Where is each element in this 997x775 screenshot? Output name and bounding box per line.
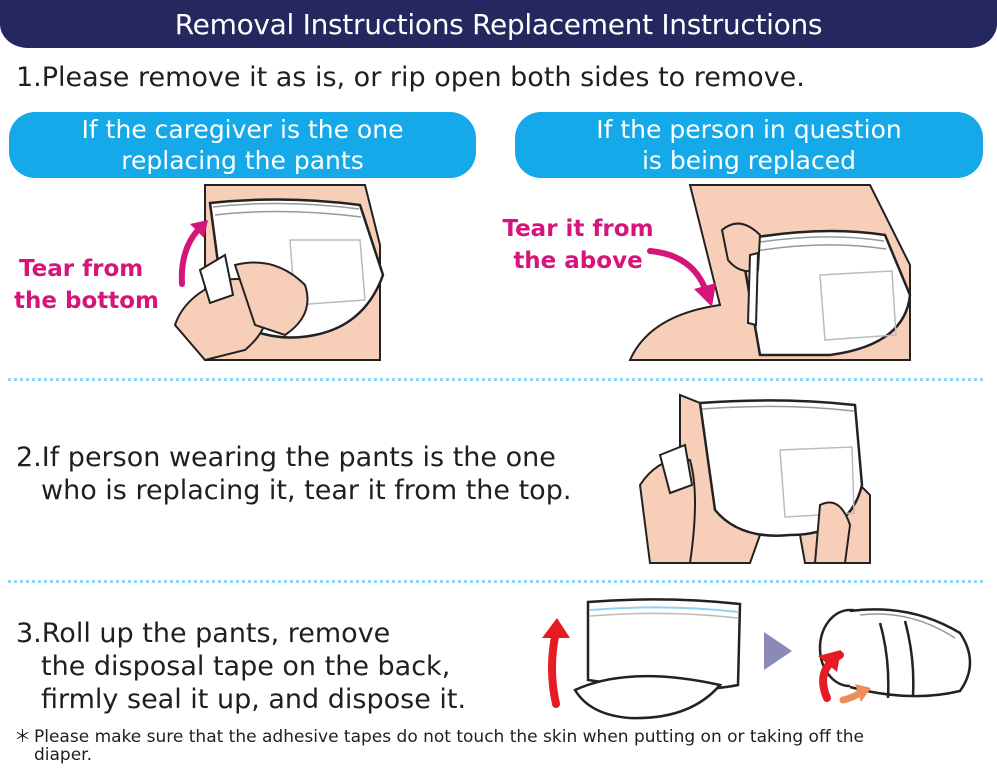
step2-line1: 2.If person wearing the pants is the one — [16, 442, 556, 473]
person-pill-line2: is being replaced — [641, 146, 856, 175]
callout-tear-above-line1: Tear it from — [502, 216, 654, 242]
person-pill: If the person in question is being repla… — [515, 112, 983, 178]
person-pill-line1: If the person in question — [596, 115, 902, 144]
note-asterisk: ＊ — [14, 727, 31, 747]
note-text: Please make sure that the adhesive tapes… — [34, 727, 864, 765]
callout-tear-bottom-line1: Tear from — [19, 256, 144, 282]
self-tear-illustration — [638, 393, 871, 564]
caregiver-pill-line2: replacing the pants — [121, 146, 364, 175]
divider-2 — [8, 580, 983, 583]
step2-text: 2.If person wearing the pants is the one… — [16, 441, 571, 507]
step3-line3: firmly seal it up, and dispose it. — [41, 684, 467, 715]
callout-tear-above-line2: the above — [513, 248, 643, 274]
caregiver-pill: If the caregiver is the one replacing th… — [9, 112, 476, 178]
callout-tear-bottom: Tear from the bottom — [14, 253, 164, 317]
header-banner: Removal Instructions Replacement Instruc… — [0, 0, 997, 48]
seal-arrow-icon — [818, 650, 871, 704]
next-step-arrow-icon — [764, 632, 792, 670]
person-tear-illustration — [628, 184, 912, 361]
step2-line2: who is replacing it, tear it from the to… — [41, 475, 572, 506]
step1-text: 1.Please remove it as is, or rip open bo… — [16, 62, 805, 93]
roll-up-arrow-icon — [542, 618, 570, 708]
header-title: Removal Instructions Replacement Instruc… — [174, 7, 823, 41]
tear-down-arrow-icon — [647, 248, 716, 307]
divider-1 — [8, 378, 983, 381]
caregiver-tear-illustration — [173, 184, 385, 362]
rolled-pants-open-illustration — [573, 598, 742, 720]
callout-tear-above: Tear it from the above — [498, 213, 658, 277]
caregiver-pill-line1: If the caregiver is the one — [81, 115, 404, 144]
step3-text: 3.Roll up the pants, remove the disposal… — [16, 617, 466, 716]
adhesive-tape-note: ＊ Please make sure that the adhesive tap… — [14, 728, 914, 764]
step3-line2: the disposal tape on the back, — [41, 651, 451, 682]
callout-tear-bottom-line2: the bottom — [14, 288, 159, 314]
step3-line1: 3.Roll up the pants, remove — [16, 618, 391, 649]
tear-up-arrow-icon — [178, 220, 208, 287]
